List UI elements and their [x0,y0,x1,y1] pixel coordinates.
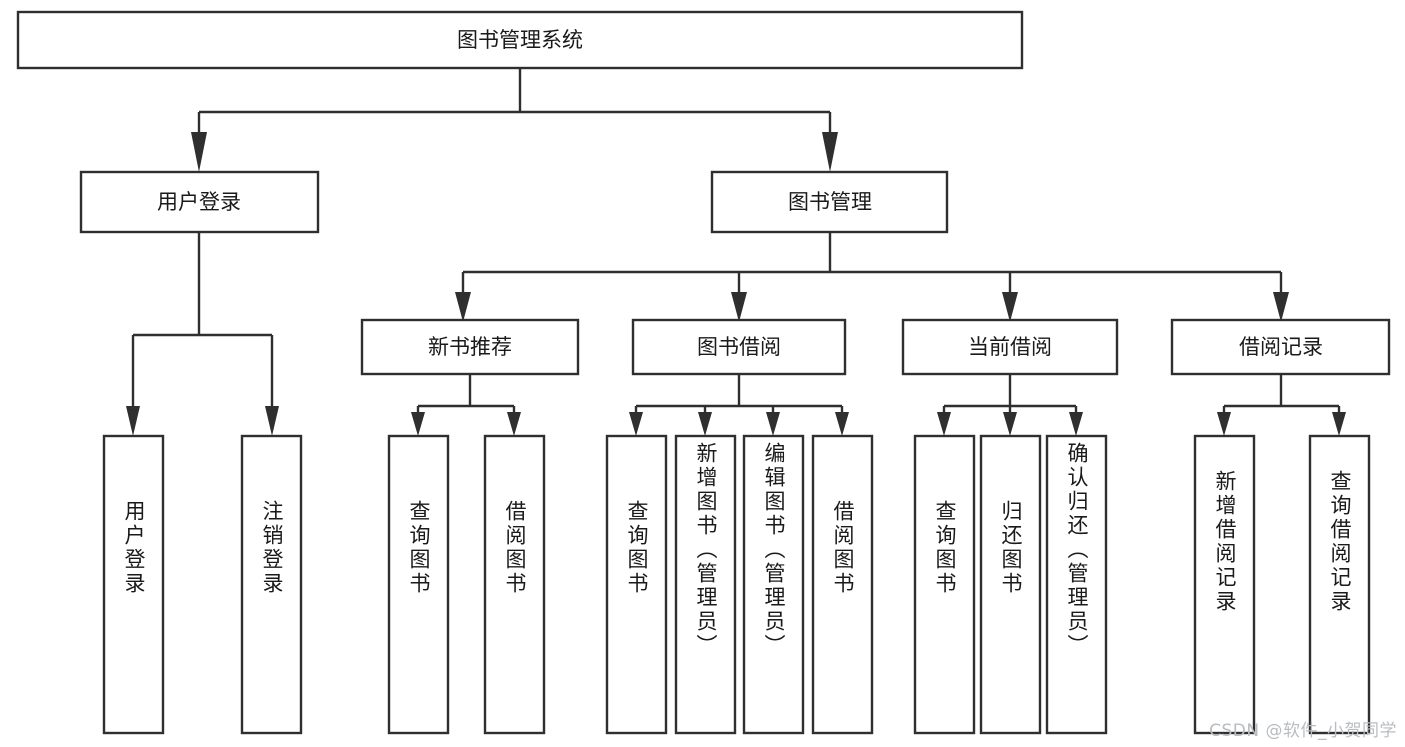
arrowhead-borrow-record [1273,292,1289,322]
node-book-borrow-box[interactable] [631,318,847,376]
leaf-user-login-label: 用户登录 [122,500,146,596]
leaf-borrow-book-2-label: 借阅图书 [831,500,855,596]
leaf-confirm-return[interactable]: 确认归还（管理员） [1045,434,1108,735]
leaf-return-book[interactable]: 归还图书 [979,434,1042,735]
arrowhead-user-login [191,132,207,172]
leaf-add-record-label-wrap: 新增借阅记录 [1213,470,1237,614]
leaf-query-book-2-box[interactable] [605,434,668,735]
leaf-edit-book-label-wrap: 编辑图书（管理员） [762,442,786,658]
node-borrow-record-label: 借阅记录 [1239,335,1323,359]
arrowhead-leaf-return-book [1003,412,1017,436]
arrowhead-leaf-query-record [1332,412,1346,436]
node-borrow-record-box[interactable] [1170,318,1391,376]
leaf-query-book-1[interactable]: 查询图书 [387,434,450,735]
leaf-confirm-return-label-wrap: 确认归还（管理员） [1065,442,1089,658]
leaf-query-record-box[interactable] [1308,434,1371,735]
leaf-borrow-book-1-label: 借阅图书 [503,500,527,596]
arrowhead-book-management [822,132,838,172]
leaf-add-book-box[interactable] [674,434,737,735]
leaf-add-book[interactable]: 新增图书（管理员） [674,434,737,735]
arrowhead-leaf-confirm-return [1069,412,1083,436]
node-root-label: 图书管理系统 [457,28,583,52]
arrowhead-leaf-add-record [1217,412,1231,436]
leaf-query-book-1-label-wrap: 查询图书 [407,500,431,596]
arrowhead-leaf-query-book-1 [411,412,425,436]
leaf-logout-login[interactable]: 注销登录 [240,434,303,735]
csdn-watermark: CSDN @软件_小贺同学 [1209,721,1397,741]
leaf-borrow-book-1[interactable]: 借阅图书 [483,434,546,735]
leaf-confirm-return-label: 确认归还（管理员） [1065,442,1089,658]
leaf-add-record-box[interactable] [1193,434,1256,735]
leaf-query-book-3-label-wrap: 查询图书 [933,500,957,596]
node-book-borrow[interactable]: 图书借阅 [631,318,847,376]
leaf-borrow-book-2-box[interactable] [811,434,874,735]
arrowhead-leaf-add-book [698,412,712,436]
leaf-return-book-box[interactable] [979,434,1042,735]
leaf-query-record-label-wrap: 查询借阅记录 [1328,470,1352,614]
node-user-login-box[interactable] [79,170,320,234]
leaf-edit-book-box[interactable] [742,434,805,735]
leaf-user-login[interactable]: 用户登录 [102,434,165,735]
leaf-query-record[interactable]: 查询借阅记录 [1308,434,1371,735]
leaf-borrow-book-2-label-wrap: 借阅图书 [831,500,855,596]
arrowhead-leaf-edit-book [766,412,780,436]
leaf-user-login-label-wrap: 用户登录 [122,500,146,596]
connector-layer [126,68,1346,436]
leaf-query-book-1-label: 查询图书 [407,500,431,596]
node-current-borrow-label: 当前借阅 [968,335,1052,359]
node-book-management[interactable]: 图书管理 [710,170,949,234]
leaf-logout-login-label-wrap: 注销登录 [260,500,284,596]
leaf-user-login-box[interactable] [102,434,165,735]
node-book-borrow-label: 图书借阅 [697,335,781,359]
leaf-add-record[interactable]: 新增借阅记录 [1193,434,1256,735]
node-user-login-label: 用户登录 [157,190,241,214]
arrowhead-leaf-logout-login [265,406,279,436]
arrowhead-leaf-borrow-book-2 [835,412,849,436]
leaf-borrow-book-2[interactable]: 借阅图书 [811,434,874,735]
arrowhead-leaf-borrow-book-1 [507,412,521,436]
leaf-add-record-label: 新增借阅记录 [1213,470,1237,614]
arrowhead-book-borrow [731,292,747,322]
leaf-add-book-label-wrap: 新增图书（管理员） [694,442,718,658]
leaf-query-book-3-box[interactable] [913,434,976,735]
arrowhead-leaf-query-book-3 [937,412,951,436]
leaf-edit-book-label: 编辑图书（管理员） [762,442,786,658]
leaf-query-book-2-label-wrap: 查询图书 [625,500,649,596]
node-book-management-box[interactable] [710,170,949,234]
node-current-borrow-box[interactable] [901,318,1119,376]
leaf-logout-login-box[interactable] [240,434,303,735]
leaf-add-book-label: 新增图书（管理员） [694,442,718,658]
leaf-query-book-2[interactable]: 查询图书 [605,434,668,735]
leaf-query-book-1-box[interactable] [387,434,450,735]
node-new-book-recommend[interactable]: 新书推荐 [360,318,580,376]
leaf-edit-book[interactable]: 编辑图书（管理员） [742,434,805,735]
leaf-query-book-3[interactable]: 查询图书 [913,434,976,735]
arrowhead-leaf-query-book-2 [629,412,643,436]
leaf-confirm-return-box[interactable] [1045,434,1108,735]
leaf-query-book-2-label: 查询图书 [625,500,649,596]
node-new-book-recommend-box[interactable] [360,318,580,376]
arrowhead-leaf-user-login [126,406,140,436]
leaf-borrow-book-1-box[interactable] [483,434,546,735]
arrowhead-current-borrow [1002,292,1018,322]
leaf-logout-login-label: 注销登录 [260,500,284,596]
leaf-borrow-book-1-label-wrap: 借阅图书 [503,500,527,596]
node-book-management-label: 图书管理 [788,190,872,214]
leaf-query-record-label: 查询借阅记录 [1328,470,1352,614]
leaf-return-book-label: 归还图书 [999,500,1023,596]
node-current-borrow[interactable]: 当前借阅 [901,318,1119,376]
leaf-return-book-label-wrap: 归还图书 [999,500,1023,596]
node-root[interactable]: 图书管理系统 [16,10,1024,70]
node-borrow-record[interactable]: 借阅记录 [1170,318,1391,376]
node-root-box[interactable] [16,10,1024,70]
leaf-query-book-3-label: 查询图书 [933,500,957,596]
node-user-login[interactable]: 用户登录 [79,170,320,234]
arrowhead-new-book-recommend [455,292,471,322]
node-new-book-recommend-label: 新书推荐 [428,335,512,359]
